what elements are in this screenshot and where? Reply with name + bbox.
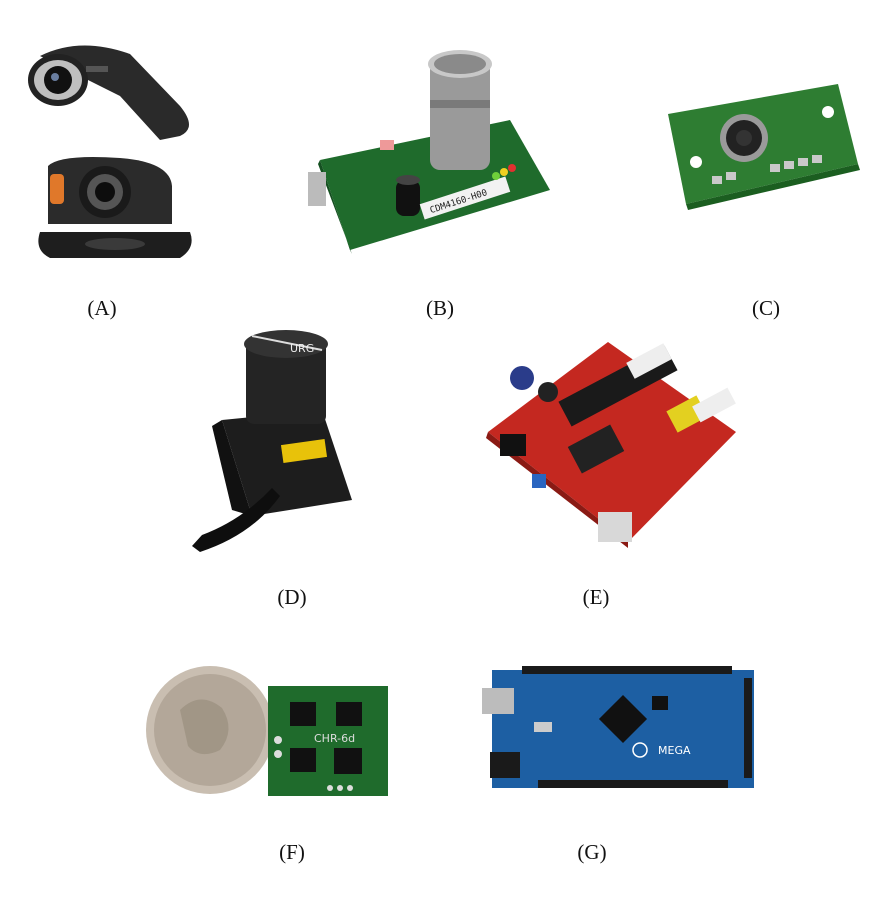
lidar-label: URG (290, 342, 314, 355)
caption-d: (D) (277, 585, 307, 609)
co2-sensor-board-photo: CDM4160-H00 (300, 40, 562, 260)
caption-f: (F) (279, 840, 305, 864)
thermopile-sensor-board-photo (658, 64, 870, 214)
chr-6d-imu-with-coin-photo: CHR-6d (140, 650, 400, 800)
arduino-label: MEGA (658, 744, 691, 757)
imu-label: CHR-6d (314, 732, 355, 745)
webcams-photo (20, 36, 200, 268)
caption-g: (G) (577, 840, 607, 864)
hokuyo-laser-scanner-photo: URG (172, 330, 378, 554)
caption-c: (C) (752, 296, 780, 320)
caption-a: (A) (87, 296, 117, 320)
caption-b: (B) (426, 296, 454, 320)
red-pic-dev-board-photo (478, 322, 746, 556)
caption-e: (E) (582, 585, 610, 609)
arduino-mega-board-photo: MEGA (482, 662, 764, 792)
